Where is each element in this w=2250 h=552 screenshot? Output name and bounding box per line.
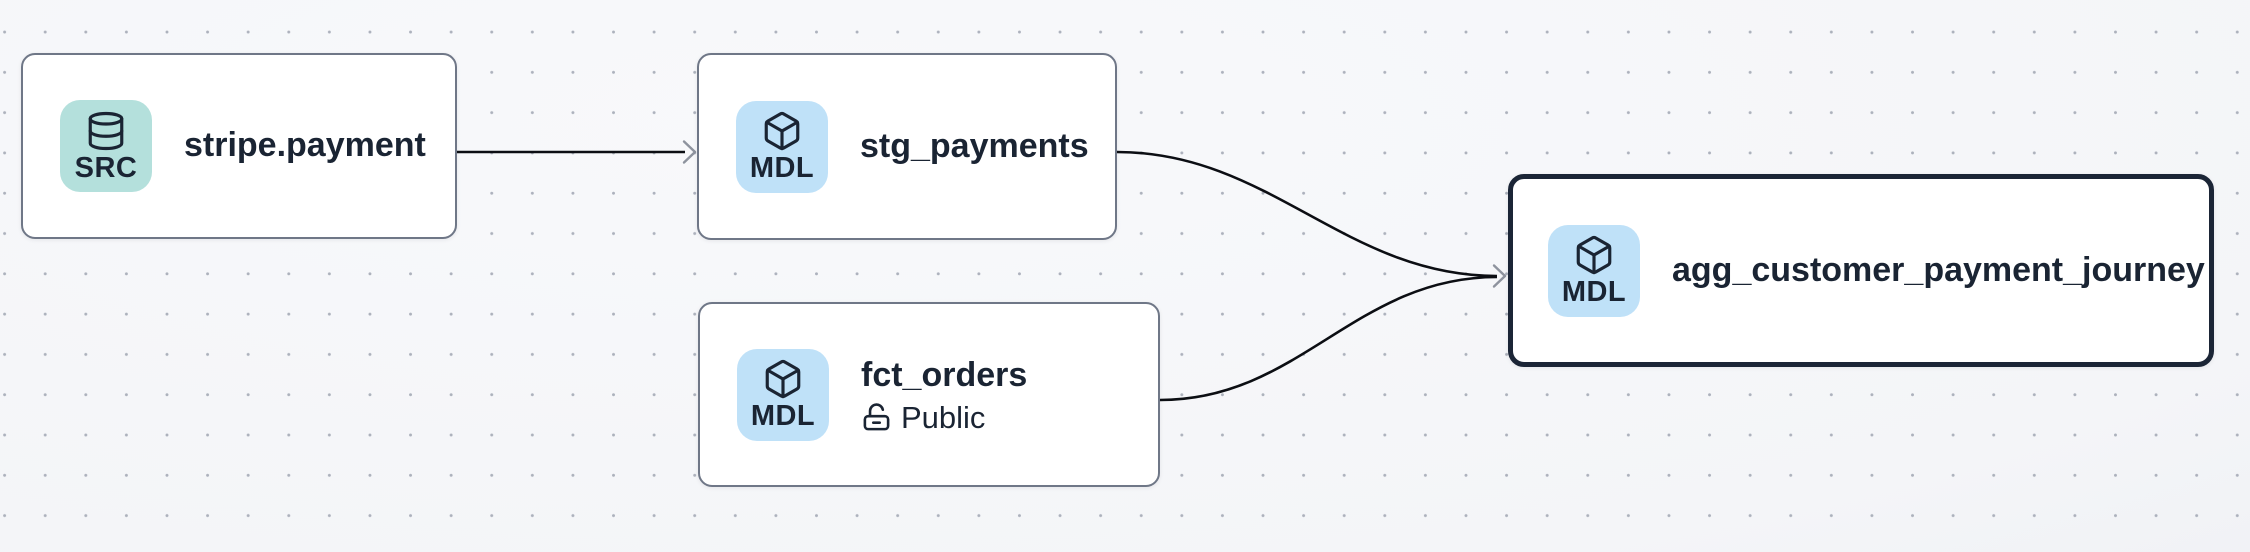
- node-title: stg_payments: [860, 126, 1089, 165]
- cube-icon: [1576, 235, 1612, 275]
- source-type-badge: SRC: [60, 100, 152, 192]
- badge-label: MDL: [750, 400, 816, 432]
- badge-label: MDL: [749, 152, 815, 184]
- cube-icon: [764, 111, 800, 151]
- node-agg-customer-payment-journey[interactable]: MDL agg_customer_payment_journey: [1508, 174, 2214, 367]
- node-stripe-payment[interactable]: SRC stripe.payment: [21, 53, 457, 239]
- cube-icon: [765, 359, 801, 399]
- badge-label: MDL: [1561, 276, 1627, 308]
- access-label: Public: [901, 400, 986, 436]
- access-row: Public: [861, 402, 1027, 433]
- node-title: fct_orders: [861, 355, 1028, 394]
- badge-label: SRC: [74, 151, 138, 184]
- model-type-badge: MDL: [736, 100, 828, 193]
- node-title: stripe.payment: [184, 126, 426, 165]
- node-title: agg_customer_payment_journey: [1672, 250, 2205, 289]
- edge-stg-to-agg[interactable]: [1116, 150, 1498, 278]
- node-fct-orders[interactable]: MDL fct_orders Public: [698, 302, 1160, 487]
- model-type-badge: MDL: [1548, 224, 1640, 317]
- unlock-icon: [863, 403, 890, 431]
- node-stg-payments[interactable]: MDL stg_payments: [697, 53, 1117, 240]
- database-icon: [88, 111, 124, 150]
- model-type-badge: MDL: [737, 348, 829, 441]
- edge-fct-to-agg[interactable]: [1159, 275, 1498, 402]
- arrowhead-icon: [682, 140, 697, 164]
